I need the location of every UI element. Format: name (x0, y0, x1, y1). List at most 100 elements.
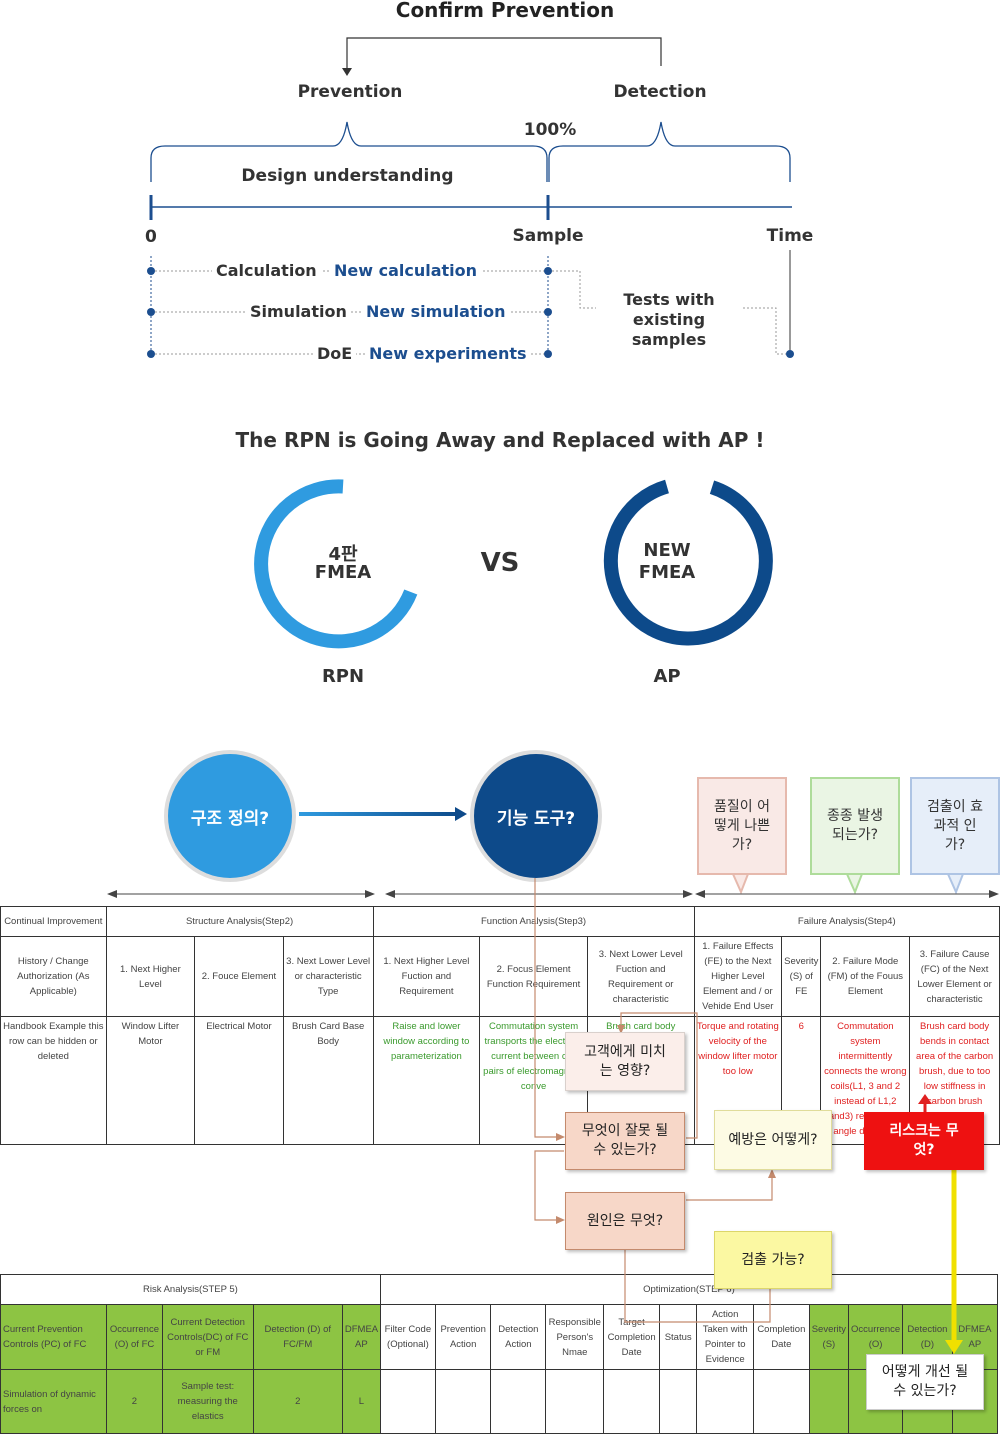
dot (147, 350, 155, 358)
subheader: Severity (S) of FE (781, 936, 822, 1017)
cell: Brush Card Base Body (282, 1016, 374, 1145)
cell: 2 (106, 1369, 163, 1434)
subheader: Completion Date (753, 1304, 810, 1370)
cell (545, 1369, 605, 1434)
row-label-simulation: Simulation (246, 302, 351, 321)
callout-improve-text: 어떻게 개선 될 수 있는가? (881, 1364, 969, 1399)
bubble-occurrence-text: 종종 발생 되는가? (827, 808, 883, 843)
subheader: Severity (S) (808, 1304, 850, 1370)
subheader: 3. Next Lower Level or characteristic Ty… (282, 936, 374, 1017)
subheader: Current Prevention Controls (PC) of FC (0, 1304, 108, 1370)
callout-prevention: 예방은 어떻게? (714, 1110, 832, 1170)
cell (434, 1369, 492, 1434)
rpn-ring (254, 479, 418, 649)
percent-label: 100% (523, 120, 577, 140)
cell: Simulation of dynamic forces on (0, 1369, 108, 1434)
bubble-tails (731, 873, 965, 895)
axis-sample: Sample (512, 226, 584, 246)
row-label-doe: DoE (313, 344, 357, 363)
dot (147, 308, 155, 316)
row-label-calculation: Calculation (212, 261, 321, 280)
cell: Raise and lower window according to para… (372, 1016, 481, 1145)
ap-label: AP (653, 666, 681, 687)
callout-cause-text: 원인은 무엇? (586, 1212, 664, 1229)
cell: Handbook Example this row can be hidden … (0, 1016, 107, 1145)
cell (753, 1369, 810, 1434)
header-risk: Risk Analysis(STEP 5) (0, 1274, 381, 1305)
subheader: Detection (D) of FC/FM (252, 1304, 343, 1370)
axis-time: Time (766, 226, 814, 246)
cell (696, 1369, 754, 1434)
subheader: 3. Next Lower Level Fuction and Requirem… (586, 936, 695, 1017)
subheader: 3. Failure Cause (FC) of the Next Lower … (909, 936, 1000, 1017)
dot (786, 350, 794, 358)
detection-label: Detection (613, 82, 707, 102)
subheader: Current Detection Controls(DC) of FC or … (161, 1304, 254, 1370)
cell (658, 1369, 698, 1434)
cell (490, 1369, 547, 1434)
subheader: 2. Fouce Element (194, 936, 284, 1017)
dot (147, 267, 155, 275)
callout-impact-text: 고객에게 미치는 영향? (584, 1043, 666, 1079)
callout-risk-text: 리스크는 무엇? (889, 1123, 959, 1158)
prevention-brace (150, 121, 548, 182)
callout-impact: 고객에게 미치는 영향? (565, 1032, 685, 1091)
structure-circle: 구조 정의? (168, 754, 292, 878)
circle-arrow (299, 807, 467, 821)
rpn-center-line2: FMEA (314, 562, 372, 583)
range-arrows (107, 890, 999, 898)
callout-wrong-text: 무엇이 잘못 될 수 있는가? (581, 1123, 669, 1158)
row-new-simulation: New simulation (362, 302, 510, 321)
row-new-doe: New experiments (365, 344, 531, 363)
subheader: 1. Next Higher Level (105, 936, 196, 1017)
callout-detect-text: 검출 가능? (741, 1251, 805, 1268)
callout-wrong: 무엇이 잘못 될 수 있는가? (565, 1112, 685, 1170)
callout-detect: 검출 가능? (714, 1231, 832, 1289)
structure-circle-label: 구조 정의? (190, 808, 270, 829)
comparison-rings (254, 479, 773, 649)
subheader: Detection Action (490, 1304, 547, 1370)
bubble-detection-text: 검출이 효과적 인가? (927, 798, 983, 853)
header-structure: Structure Analysis(Step2) (105, 906, 374, 937)
design-label: Design understanding (241, 166, 454, 186)
rpn-center-line1: 4판 (328, 544, 358, 565)
cell: 2 (252, 1369, 343, 1434)
function-circle-label: 기능 도구? (496, 808, 576, 829)
dot (544, 308, 552, 316)
bubble-occurrence: 종종 발생 되는가? (810, 777, 900, 875)
ap-center-line1: NEW (643, 540, 691, 561)
function-circle: 기능 도구? (474, 754, 598, 878)
connector-arrowhead (342, 68, 352, 76)
callout-improve: 어떻게 개선 될 수 있는가? (866, 1354, 984, 1410)
ap-center-line2: FMEA (638, 562, 696, 583)
subheader: 1. Next Higher Level Fuction and Require… (372, 936, 481, 1017)
subheader: Prevention Action (434, 1304, 492, 1370)
cell (603, 1369, 660, 1434)
cell (808, 1369, 850, 1434)
fmea-table-risk: Risk Analysis(STEP 5) Optimization(STEP … (0, 1274, 999, 1434)
bubble-detection: 검출이 효과적 인가? (910, 777, 1000, 875)
confirm-connector (346, 37, 662, 70)
section1-title: Confirm Prevention (395, 0, 615, 22)
dot (544, 350, 552, 358)
tests-path (548, 270, 790, 355)
dot (544, 267, 552, 275)
subheader: Responsible Person's Nmae (545, 1304, 605, 1370)
axis-zero: 0 (145, 227, 157, 247)
subheader: Status (658, 1304, 698, 1370)
prevention-label: Prevention (297, 82, 403, 102)
flow-connectors (534, 878, 963, 1354)
callout-prevention-text: 예방은 어떻게? (728, 1131, 818, 1148)
bubble-quality-text: 품질이 어떻게 나쁜가? (714, 798, 770, 853)
subheader: Action Taken with Pointer to Evidence (696, 1304, 754, 1370)
bubble-quality: 품질이 어떻게 나쁜가? (697, 777, 787, 875)
subheader: 1. Failure Effects (FE) to the Next High… (693, 936, 783, 1017)
vs-label: VS (480, 548, 520, 578)
prevention-diagram (147, 37, 794, 358)
ap-ring (603, 479, 773, 646)
cell: Sample test: measuring the elastics (161, 1369, 254, 1434)
callout-cause: 원인은 무엇? (565, 1192, 685, 1250)
callout-risk: 리스크는 무엇? (864, 1112, 984, 1170)
tests-label: Tests with existing samples (596, 290, 742, 350)
section2-title: The RPN is Going Away and Replaced with … (235, 428, 765, 452)
